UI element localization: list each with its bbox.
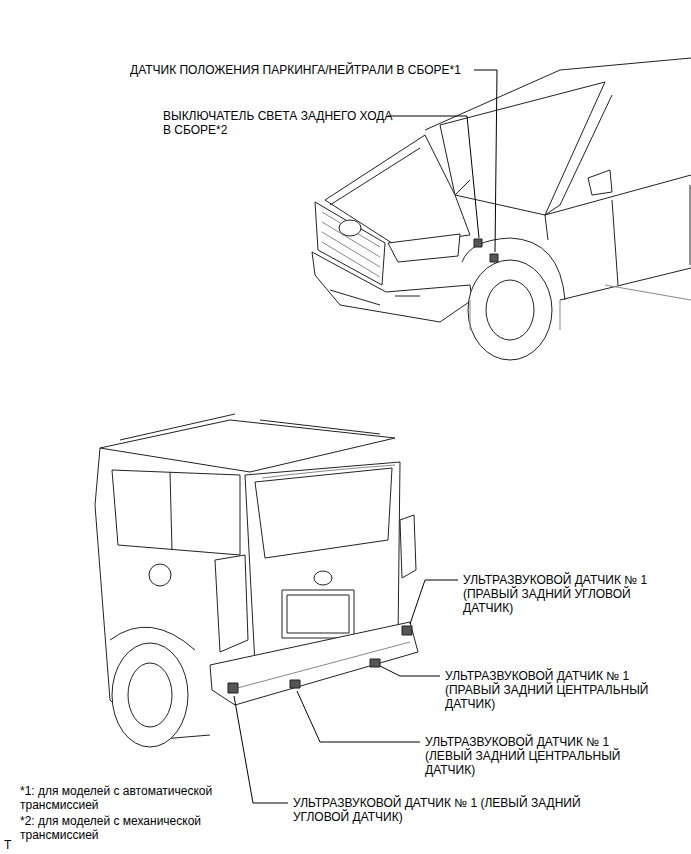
footnote-text: *1: для моделей с автоматической трансми…: [20, 784, 212, 812]
front-vehicle: [312, 58, 691, 360]
part-label: УЛЬТРАЗВУКОВОЙ ДАТЧИК № 1 (ПРАВЫЙ ЗАДНИЙ…: [463, 573, 675, 615]
figure-code: T: [4, 838, 24, 852]
part-label-text: УЛЬТРАЗВУКОВОЙ ДАТЧИК № 1 (ПРАВЫЙ ЗАДНИЙ…: [445, 669, 648, 711]
rear-vehicle: [95, 414, 418, 747]
part-label: УЛЬТРАЗВУКОВОЙ ДАТЧИК № 1 (ПРАВЫЙ ЗАДНИЙ…: [445, 669, 683, 711]
part-label-text: ВЫКЛЮЧАТЕЛЬ СВЕТА ЗАДНЕГО ХОДА В СБОРЕ*2: [163, 109, 392, 137]
footnote: *2: для моделей с механической трансмисс…: [20, 814, 248, 842]
part-label-text: ДАТЧИК ПОЛОЖЕНИЯ ПАРКИНГА/НЕЙТРАЛИ В СБО…: [130, 63, 461, 77]
figure-code-text: T: [4, 838, 11, 852]
part-label: УЛЬТРАЗВУКОВОЙ ДАТЧИК № 1 (ЛЕВЫЙ ЗАДНИЙ …: [425, 735, 657, 777]
part-label: ДАТЧИК ПОЛОЖЕНИЯ ПАРКИНГА/НЕЙТРАЛИ В СБО…: [130, 63, 482, 77]
part-label-text: УЛЬТРАЗВУКОВОЙ ДАТЧИК № 1 (ЛЕВЫЙ ЗАДНИЙ …: [425, 735, 621, 777]
footnote: *1: для моделей с автоматической трансми…: [20, 784, 248, 812]
part-label: ВЫКЛЮЧАТЕЛЬ СВЕТА ЗАДНЕГО ХОДА В СБОРЕ*2: [163, 109, 393, 137]
part-label-text: УЛЬТРАЗВУКОВОЙ ДАТЧИК № 1 (ЛЕВЫЙ ЗАДНИЙ …: [293, 796, 581, 824]
footnote-text: *2: для моделей с механической трансмисс…: [20, 814, 201, 842]
part-label: УЛЬТРАЗВУКОВОЙ ДАТЧИК № 1 (ЛЕВЫЙ ЗАДНИЙ …: [293, 796, 629, 824]
part-label-text: УЛЬТРАЗВУКОВОЙ ДАТЧИК № 1 (ПРАВЫЙ ЗАДНИЙ…: [463, 573, 647, 615]
